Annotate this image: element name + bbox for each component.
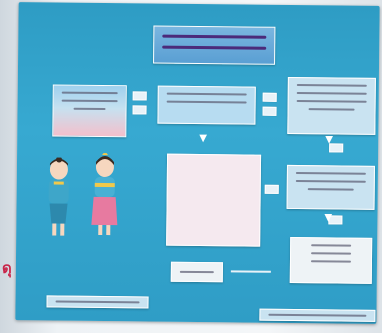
text-line — [166, 100, 247, 104]
text-line — [61, 91, 118, 95]
text-line — [307, 188, 354, 191]
connector-tag — [132, 105, 147, 115]
connector-tag — [132, 91, 147, 101]
info-box-middle-right — [286, 164, 375, 210]
text-line — [55, 300, 140, 304]
footer-label-left — [46, 295, 149, 309]
text-line — [311, 252, 352, 255]
poster-board: ▼ ▼ ▼ — [15, 2, 380, 324]
text-line — [296, 84, 367, 87]
text-line — [308, 108, 355, 111]
text-line — [296, 100, 367, 103]
info-box-top-right — [287, 76, 376, 135]
text-line — [311, 244, 352, 247]
text-line — [295, 180, 366, 183]
text-line — [73, 107, 106, 111]
side-caption: ดุ — [2, 259, 12, 277]
arrow-down-icon: ▼ — [199, 133, 208, 145]
connector-tag — [264, 184, 279, 194]
connector-tag — [262, 92, 277, 102]
arrow-down-icon: ▼ — [324, 212, 333, 224]
title-line — [162, 45, 267, 50]
text-line — [296, 92, 367, 95]
text-line — [179, 270, 214, 274]
text-line — [61, 99, 118, 103]
girl-figure-icon — [91, 152, 118, 236]
text-line — [166, 92, 247, 96]
text-line — [268, 313, 367, 317]
small-label-box — [170, 261, 223, 283]
info-box-top-left — [52, 84, 127, 138]
connector-line — [230, 270, 271, 273]
title-line — [162, 34, 267, 39]
poster-title-box — [153, 25, 276, 65]
boy-figure-icon — [48, 157, 69, 236]
arrow-down-icon: ▼ — [325, 134, 334, 146]
text-line — [295, 172, 366, 175]
info-box-top-middle — [157, 85, 256, 125]
text-line — [310, 260, 351, 263]
blank-center-box — [166, 153, 262, 247]
footer-label-right — [259, 308, 376, 322]
connector-tag — [262, 106, 277, 116]
info-box-bottom-right — [289, 236, 373, 284]
